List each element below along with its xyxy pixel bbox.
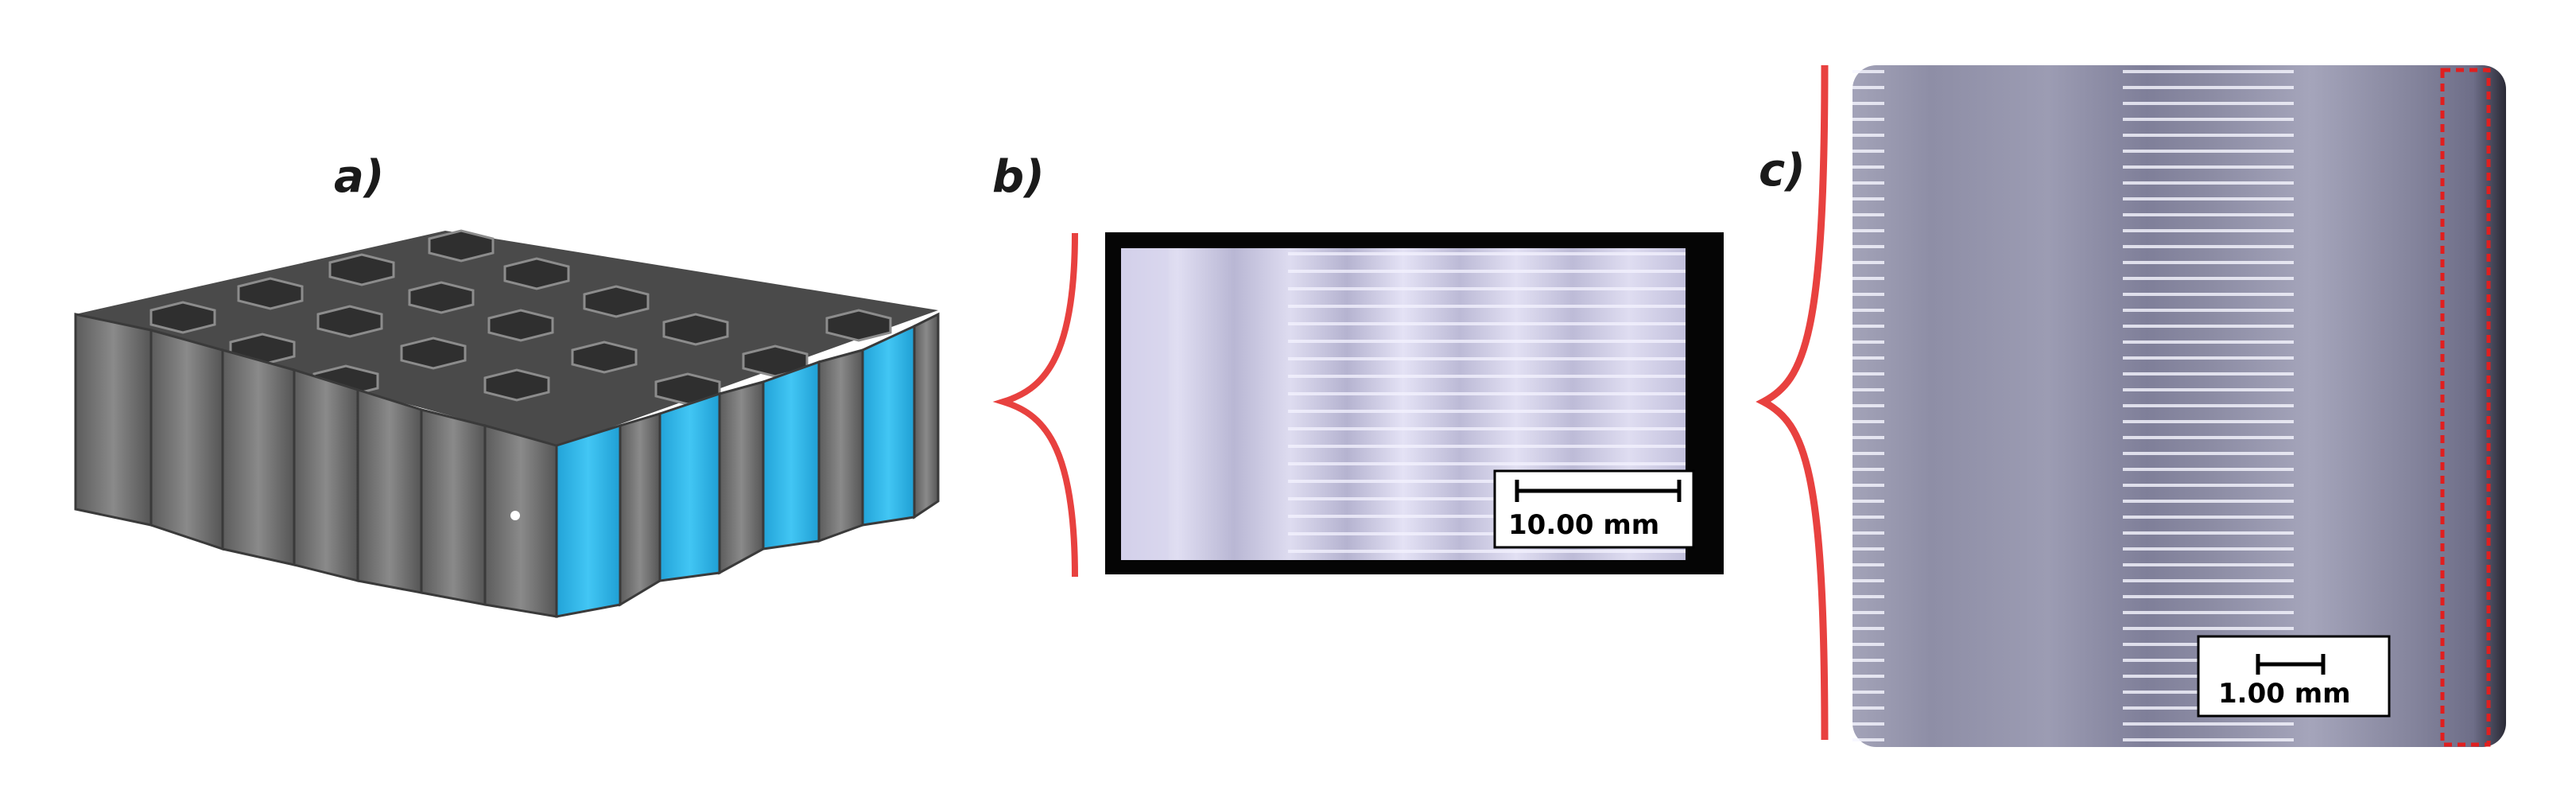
bracket-c <box>1755 64 1829 741</box>
scale-bar-c <box>2197 635 2391 718</box>
front-columns <box>74 313 558 618</box>
panel-b-label: b) <box>992 151 1045 203</box>
scale-bar-b <box>1493 469 1695 549</box>
scale-bar-c-text: 1.00 mm <box>2218 678 2351 710</box>
bracket-b <box>992 232 1078 578</box>
specimen-photo <box>1105 232 1724 574</box>
highlight-box <box>2440 68 2491 747</box>
scale-bar-b-text: 10.00 mm <box>1508 509 1660 541</box>
marker-dot <box>510 511 520 520</box>
side-columns <box>555 312 940 618</box>
honeycomb-lattice <box>74 229 940 618</box>
panel-a-label: a) <box>334 151 385 203</box>
panel-c-label: c) <box>1759 145 1806 196</box>
micrograph <box>1852 65 2506 747</box>
